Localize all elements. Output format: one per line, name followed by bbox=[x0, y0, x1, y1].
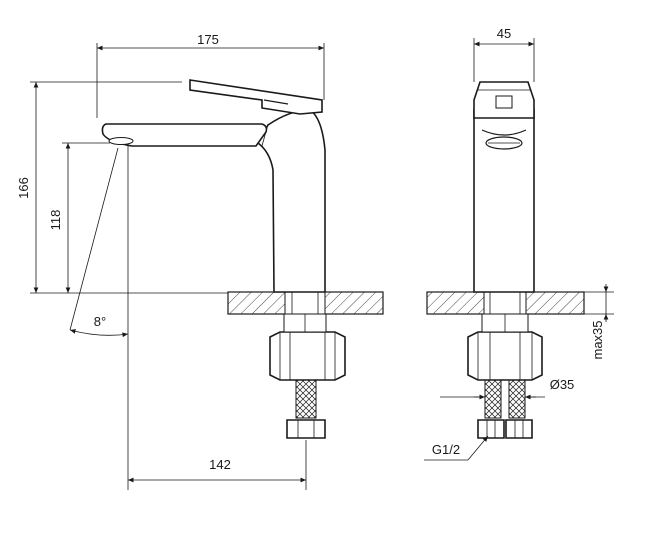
fixing-nut-side bbox=[269, 331, 346, 381]
side-view: 175 166 118 8° 142 bbox=[16, 32, 384, 490]
dim-spout-reach: 142 bbox=[209, 457, 231, 472]
dim-spout-angle: 8° bbox=[94, 314, 106, 329]
dim-spout-height: 118 bbox=[48, 210, 63, 231]
hose-side bbox=[295, 379, 317, 419]
dim-connection: G1/2 bbox=[432, 442, 460, 457]
dim-hole-diameter: Ø35 bbox=[550, 377, 575, 392]
hose-front-left bbox=[484, 379, 502, 419]
fixing-nut-front bbox=[467, 331, 543, 381]
front-view: 45 max35 Ø35 G1/2 bbox=[424, 26, 614, 461]
faucet-body-side bbox=[256, 109, 326, 293]
dim-total-height: 166 bbox=[16, 177, 31, 199]
hose-front-right bbox=[508, 379, 526, 419]
dim-width: 45 bbox=[497, 26, 511, 41]
lever-side bbox=[189, 79, 323, 115]
dim-overall-depth: 175 bbox=[197, 32, 219, 47]
dim-max-thickness: max35 bbox=[590, 320, 605, 359]
